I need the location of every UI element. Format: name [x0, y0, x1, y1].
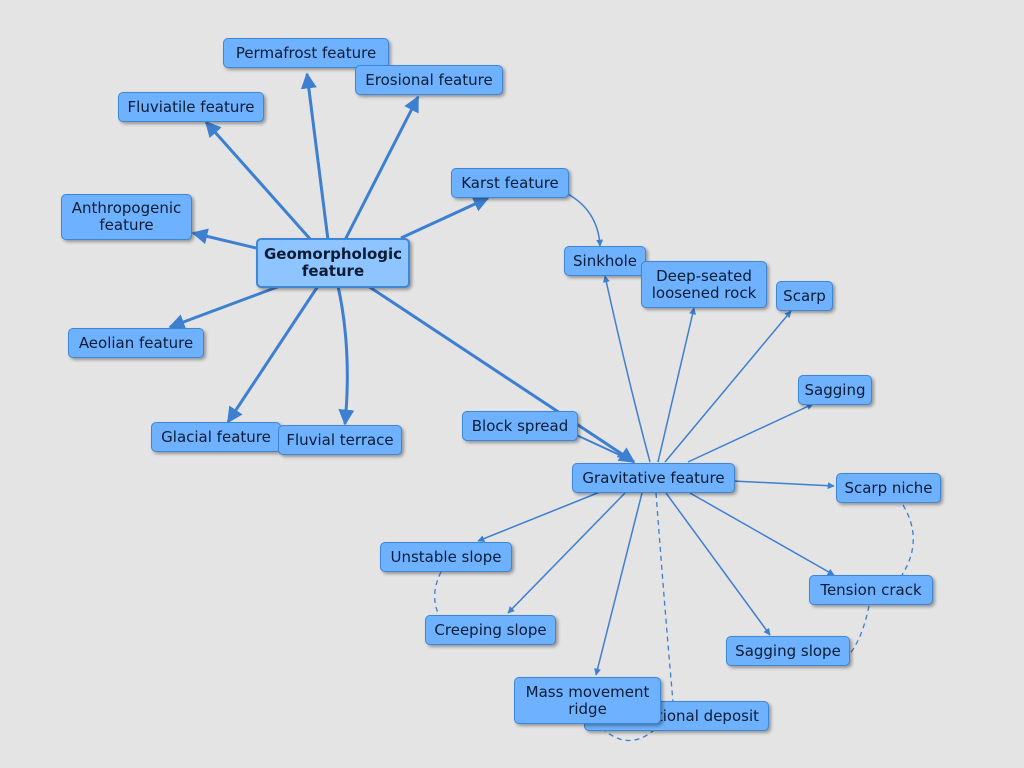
node-sagging-slope[interactable]: Sagging slope: [726, 636, 850, 666]
edge-grav-creepingslope: [507, 492, 626, 614]
node-sagging[interactable]: Sagging: [798, 375, 872, 405]
edge-dashed-grav-deposit: [655, 492, 674, 703]
node-aeolian-feature[interactable]: Aeolian feature: [68, 328, 204, 358]
edge-grav-unstableslope: [477, 491, 601, 542]
node-unstable-slope[interactable]: Unstable slope: [380, 542, 512, 572]
edge-geo-permafrost: [300, 72, 330, 241]
node-gravitative-feature[interactable]: Gravitative feature: [572, 463, 735, 493]
edge-dashed-unstable-creeping: [434, 571, 442, 614]
edge-grav-saggingslope: [665, 492, 771, 636]
node-deep-seated-loosened-rock[interactable]: Deep-seated loosened rock: [641, 261, 767, 308]
edge-geo-anthropogenic: [191, 228, 257, 250]
node-geomorphologic-feature[interactable]: Geomorphologic feature: [256, 238, 410, 288]
node-fluvial-terrace[interactable]: Fluvial terrace: [278, 425, 402, 455]
edge-geo-fluviatile: [204, 120, 313, 241]
edge-dashed-tension-sagslope: [847, 605, 870, 657]
edge-geo-aeolian: [168, 284, 281, 330]
edge-grav-tensioncrack: [689, 492, 835, 576]
edge-geo-fluvial-terrace: [336, 285, 355, 426]
node-permafrost-feature[interactable]: Permafrost feature: [223, 38, 389, 68]
node-creeping-slope[interactable]: Creeping slope: [425, 615, 556, 645]
node-glacial-feature[interactable]: Glacial feature: [151, 422, 281, 452]
edge-geo-karst: [400, 196, 490, 240]
edge-geo-erosional: [343, 95, 420, 241]
edge-dashed-scarpniche-tension: [901, 504, 914, 576]
node-mass-movement-ridge[interactable]: Mass movement ridge: [514, 677, 661, 724]
node-scarp-niche[interactable]: Scarp niche: [836, 473, 941, 503]
node-scarp[interactable]: Scarp: [776, 281, 833, 311]
node-fluviatile-feature[interactable]: Fluviatile feature: [118, 92, 264, 122]
node-anthropogenic-feature[interactable]: Anthropogenic feature: [61, 194, 192, 240]
edge-blockspread-gravitative: [571, 432, 625, 458]
edge-geo-gravitative: [367, 284, 636, 464]
node-karst-feature[interactable]: Karst feature: [451, 168, 569, 198]
node-sinkhole[interactable]: Sinkhole: [564, 246, 646, 276]
node-erosional-feature[interactable]: Erosional feature: [355, 65, 503, 95]
node-block-spread[interactable]: Block spread: [462, 411, 578, 441]
node-tension-crack[interactable]: Tension crack: [809, 575, 933, 605]
edge-grav-scarpniche: [732, 480, 835, 490]
edge-grav-deepseated: [657, 307, 696, 463]
edge-grav-massmovement: [594, 492, 643, 676]
edge-grav-scarp: [664, 310, 792, 463]
edge-grav-sagging: [687, 403, 814, 463]
edge-grav-sinkhole: [602, 275, 651, 463]
edge-karst-sinkhole: [565, 192, 604, 247]
edge-geo-glacial: [226, 285, 320, 424]
edge-dashed-deposit-loop: [601, 727, 655, 742]
